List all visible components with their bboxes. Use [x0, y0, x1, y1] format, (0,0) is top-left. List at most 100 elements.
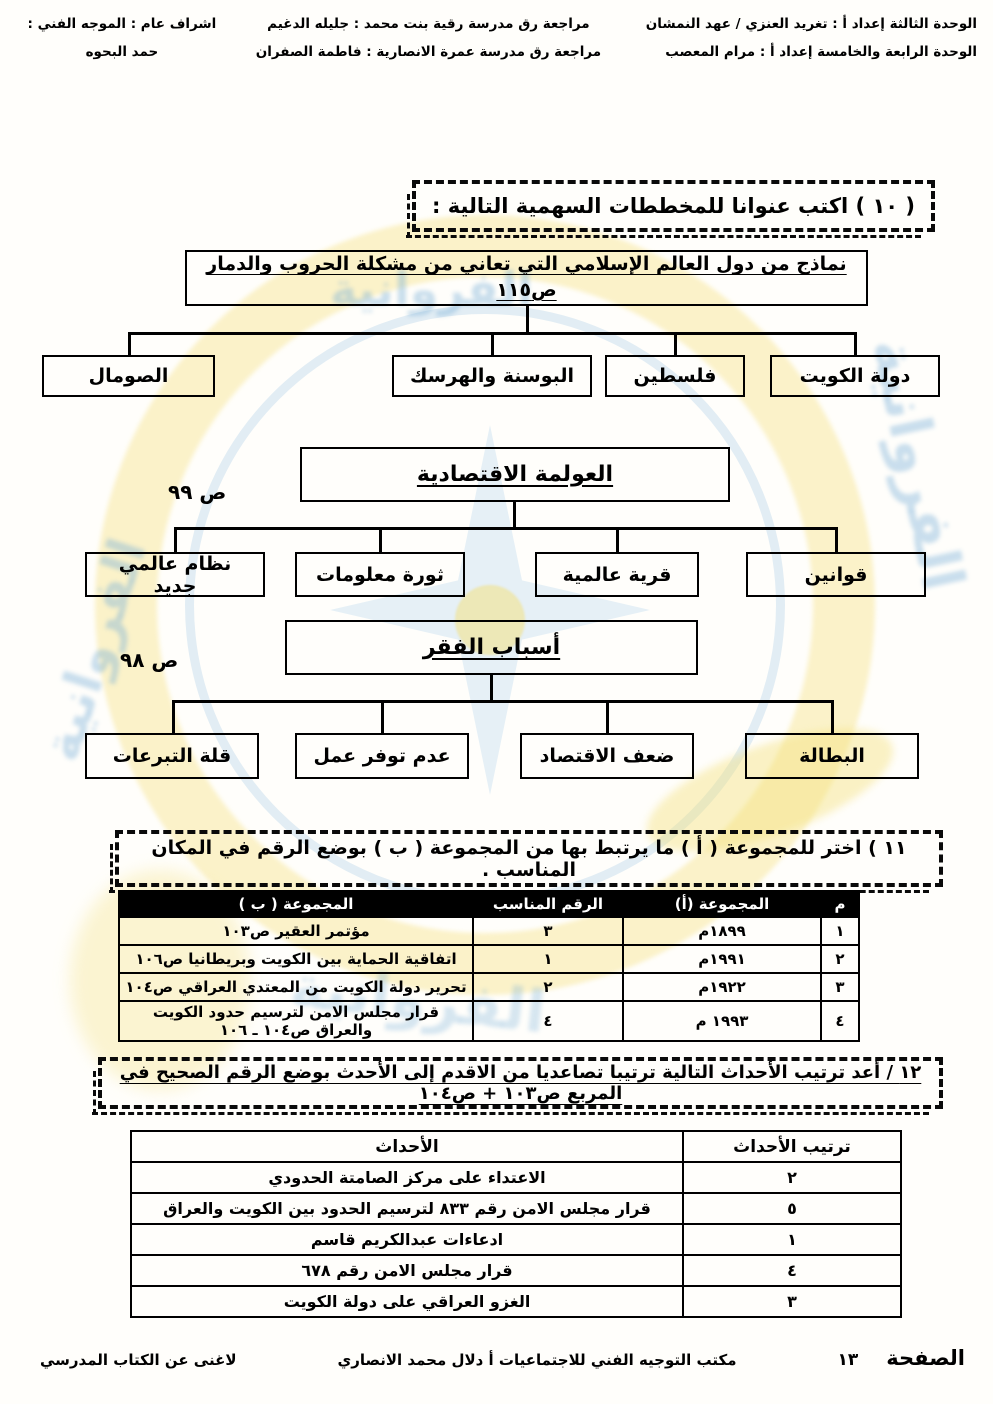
col-header-events: الأحداث — [130, 1130, 684, 1163]
connector — [381, 700, 384, 733]
chart2-node-global-village: قرية عالمية — [535, 552, 699, 597]
col-header-group-b: المجموعة ( ب ) — [118, 890, 474, 918]
cell-event: الغزو العراقي على دولة الكويت — [130, 1285, 684, 1318]
header-unit45-line: الوحدة الرابعة والخامسة إعداد أ : مرام ا… — [665, 44, 977, 61]
cell-group-b: قرار مجلس الامن لترسيم حدود الكويت والعر… — [118, 1000, 474, 1042]
connector — [174, 527, 837, 530]
cell-num: ٤ — [820, 1000, 860, 1042]
table-row: ١ ادعاءات عبدالكريم قاسم — [130, 1223, 902, 1256]
chart2-title: العولمة الاقتصادية — [416, 461, 614, 487]
page-footer: الصفحة ١٣ مكتب التوجيه الفني للاجتماعيات… — [40, 1346, 965, 1370]
cell-group-a: ١٩٩١م — [622, 944, 822, 974]
cell-order: ٢ — [682, 1161, 902, 1194]
chart1-node-bosnia: البوسنة والهرسك — [392, 355, 592, 397]
cell-num: ٣ — [820, 972, 860, 1002]
question-11-title: ١١ ) اختر للمجموعة ( أ ) ما يرتبط بها من… — [151, 836, 907, 881]
cell-event: ادعاءات عبدالكريم قاسم — [130, 1223, 684, 1256]
connector — [835, 527, 838, 552]
col-header-num: م — [820, 890, 860, 918]
header-review1-line: مراجعة رق مدرسة رقية بنت محمد : جليله ال… — [267, 16, 590, 32]
cell-event: قرار مجلس الامن رقم ٦٧٨ — [130, 1254, 684, 1287]
chart1-title: نماذج من دول العالم الإسلامي التي تعاني … — [206, 253, 847, 301]
cell-event: الاعتداء على مركز الصامتة الحدودي — [130, 1161, 684, 1194]
chart1-node-somalia: الصومال — [42, 355, 215, 397]
header-supervisor-name: حمد البحوه — [85, 44, 159, 61]
chart3-node-few-donations: قلة التبرعات — [85, 733, 259, 779]
chart3-title: أسباب الفقر — [422, 634, 561, 660]
cell-group-b: اتفاقية الحماية بين الكويت وبريطانيا ص١٠… — [118, 944, 474, 974]
table-row: ٤ ١٩٩٣ م ٤ قرار مجلس الامن لترسيم حدود ا… — [118, 1000, 860, 1042]
table-row: ٤ قرار مجلس الامن رقم ٦٧٨ — [130, 1254, 902, 1287]
cell-order: ٤ — [682, 1254, 902, 1287]
chart1-title-box: نماذج من دول العالم الإسلامي التي تعاني … — [185, 250, 868, 306]
header-supervision-block: اشراف عام : الموجه الفني : حمد البحوه — [10, 10, 234, 67]
header-review2-line: مراجعة رق مدرسة عمرة الانصارية : فاطمة ا… — [255, 44, 602, 61]
header-supervision-line: اشراف عام : الموجه الفني : — [27, 16, 217, 32]
table-row: ٣ ١٩٢٢م ٢ تحرير دولة الكويت من المعتدي ا… — [118, 972, 860, 1002]
chart1-node-kuwait: دولة الكويت — [770, 355, 940, 397]
header-units-block: الوحدة الثالثة إعداد أ : تغريد العنزي / … — [623, 10, 983, 67]
cell-order: ٥ — [682, 1192, 902, 1225]
header-review-block: مراجعة رق مدرسة رقية بنت محمد : جليله ال… — [234, 10, 623, 67]
connector — [831, 700, 834, 733]
page-header: الوحدة الثالثة إعداد أ : تغريد العنزي / … — [10, 10, 983, 67]
connector — [606, 700, 609, 733]
chart3-node-weak-economy: ضعف الاقتصاد — [520, 733, 694, 779]
connector — [379, 527, 382, 552]
col-header-order: ترتيب الأحداث — [682, 1130, 902, 1163]
matching-table-header-row: م المجموعة (أ) الرقم المناسب المجموعة ( … — [118, 890, 860, 918]
connector — [854, 332, 857, 355]
cell-group-b: مؤتمر العقير ص١٠٣ — [118, 916, 474, 946]
cell-match: ١ — [472, 944, 624, 974]
footer-note-text: لاغنى عن الكتاب المدرسي — [40, 1351, 237, 1369]
connector — [513, 502, 516, 528]
page-number-block: الصفحة ١٣ — [837, 1346, 965, 1370]
question-10-title: ( ١٠ ) اكتب عنوانا للمخططات السهمية التا… — [432, 194, 916, 218]
connector — [490, 675, 493, 701]
connector — [616, 527, 619, 552]
question-12-box: ١٢ / أعد ترتيب الأحداث التالية ترتيبا تص… — [92, 1057, 943, 1115]
cell-group-a: ١٩٢٢م — [622, 972, 822, 1002]
table-row: ١ ١٨٩٩م ٣ مؤتمر العقير ص١٠٣ — [118, 916, 860, 946]
question-12-title: ١٢ / أعد ترتيب الأحداث التالية ترتيبا تص… — [119, 1062, 922, 1104]
table-row: ٥ قرار مجلس الامن رقم ٨٣٣ لترسيم الحدود … — [130, 1192, 902, 1225]
table-row: ٢ الاعتداء على مركز الصامتة الحدودي — [130, 1161, 902, 1194]
cell-order: ٣ — [682, 1285, 902, 1318]
connector — [174, 527, 177, 552]
cell-group-a: ١٩٩٣ م — [622, 1000, 822, 1042]
chart3-title-box: أسباب الفقر — [285, 620, 698, 675]
matching-table: م المجموعة (أ) الرقم المناسب المجموعة ( … — [118, 890, 860, 1042]
cell-num: ٢ — [820, 944, 860, 974]
header-unit3-line: الوحدة الثالثة إعداد أ : تغريد العنزي / … — [645, 16, 977, 32]
cell-group-b: تحرير دولة الكويت من المعتدي العراقي ص١٠… — [118, 972, 474, 1002]
footer-office-text: مكتب التوجيه الفني للاجتماعيات أ دلال مح… — [337, 1351, 737, 1369]
events-order-table: ترتيب الأحداث الأحداث ٢ الاعتداء على مرك… — [130, 1130, 902, 1318]
cell-match: ٤ — [472, 1000, 624, 1042]
question-11-box: ١١ ) اختر للمجموعة ( أ ) ما يرتبط بها من… — [109, 830, 943, 893]
chart2-page-label: ص ٩٩ — [168, 480, 227, 504]
table-row: ٢ ١٩٩١م ١ اتفاقية الحماية بين الكويت وبر… — [118, 944, 860, 974]
cell-match: ٢ — [472, 972, 624, 1002]
chart2-node-new-world-order: نظام عالمي جديد — [85, 552, 265, 597]
chart2-title-box: العولمة الاقتصادية — [300, 447, 730, 502]
col-header-group-a: المجموعة (أ) — [622, 890, 822, 918]
page-number: ١٣ — [837, 1350, 859, 1370]
question-10-box: ( ١٠ ) اكتب عنوانا للمخططات السهمية التا… — [406, 180, 935, 238]
cell-event: قرار مجلس الامن رقم ٨٣٣ لترسيم الحدود بي… — [130, 1192, 684, 1225]
cell-num: ١ — [820, 916, 860, 946]
table-row: ٣ الغزو العراقي على دولة الكويت — [130, 1285, 902, 1318]
cell-match: ٣ — [472, 916, 624, 946]
chart2-node-laws: قوانين — [746, 552, 926, 597]
chart3-node-unemployment: البطالة — [745, 733, 919, 779]
connector — [172, 700, 175, 733]
connector — [526, 306, 529, 333]
chart1-node-palestine: فلسطين — [605, 355, 745, 397]
chart3-node-no-jobs: عدم توفر عمل — [295, 733, 469, 779]
connector — [128, 332, 131, 355]
connector — [674, 332, 677, 355]
cell-group-a: ١٨٩٩م — [622, 916, 822, 946]
connector — [172, 700, 833, 703]
chart2-node-information-revolution: ثورة معلومات — [295, 552, 465, 597]
connector — [491, 332, 494, 355]
